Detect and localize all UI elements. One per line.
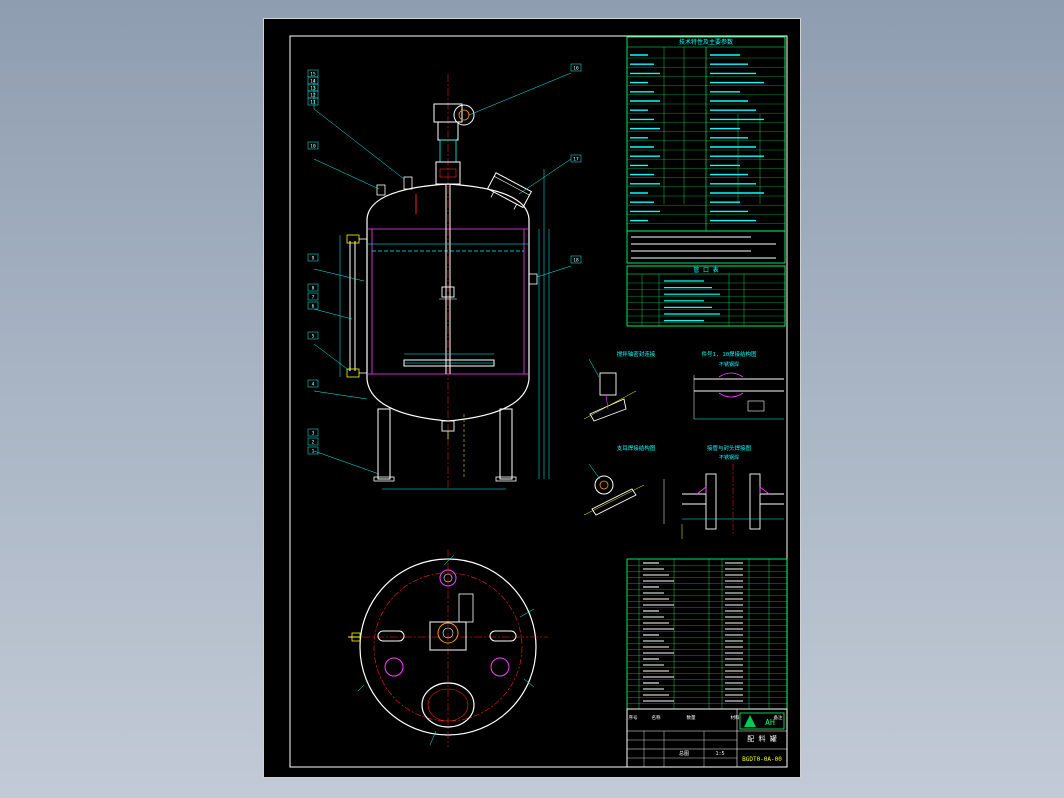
detail-title-lower-right: 接管与封头焊接图 [707,444,752,452]
part-number-box [307,379,319,388]
title-block-sheet-type: 总图 [679,750,689,757]
part-numbers-right: 16 17 18 [570,63,582,264]
part-number-label: 6 [312,304,315,310]
detail-subtitle-upper-right: 不锈钢焊 [719,361,739,368]
part-number-label: 17 [573,157,579,163]
tech-spec-title: 技术特性及主要参数 [679,38,733,46]
title-block [626,708,788,768]
part-number-box [570,63,582,72]
drawing-number: BGDT0-0A-00 [742,756,782,763]
detail-view-titles: 搅拌轴密封连接 件号1, 10焊接结构图 不锈钢焊 支耳焊接结构图 接管与封头焊… [617,350,757,461]
part-number-label: 5 [312,334,315,340]
detail-title-lower-left: 支耳焊接结构图 [617,444,656,452]
parts-header-cell: 序号 [629,714,638,721]
parts-header-cell: 材料 [731,714,740,721]
parts-list-rows [627,562,787,704]
detail-views [583,358,784,539]
part-number-box [307,331,319,340]
part-number-box [307,428,319,437]
inner-frame [289,35,788,768]
part-number-label: 9 [312,256,315,262]
nozzle-table [626,265,786,327]
parts-header-cell: 备注 [774,714,783,721]
detail-title-upper-left: 搅拌轴密封连接 [617,350,656,358]
part-number-box [307,301,319,310]
title-block-scale: 1:5 [715,751,724,757]
part-number-box [307,283,319,292]
part-number-box [570,255,582,264]
part-number-label: 13 [310,86,316,92]
detail-title-upper-right: 件号1, 10焊接结构图 [701,350,757,358]
detail-subtitle-lower-right: 不锈钢焊 [719,454,739,461]
part-number-box [307,437,319,446]
part-number-box [307,253,319,262]
parts-header-cell: 数量 [687,714,696,721]
vessel-elevation [313,72,572,490]
part-number-box [570,154,582,163]
nozzle-table-title: 管 口 表 [693,266,718,274]
svg-text:AH: AH [765,718,775,727]
part-number-box [307,141,319,150]
part-number-label: 16 [573,66,579,72]
part-number-label: 2 [312,440,315,446]
technical-notes [631,236,776,259]
vessel-plan-view [348,549,548,747]
parts-header-cell: 名称 [652,714,661,721]
company-logo-icon: AH [739,712,785,730]
part-number-box [307,446,319,455]
part-number-label: 10 [310,144,316,150]
part-number-label: 15 [310,72,316,78]
part-number-label: 7 [312,295,315,301]
part-number-label: 18 [573,258,579,264]
nozzle-rows [627,280,785,323]
part-number-box [307,292,319,301]
part-number-box [307,97,319,106]
technical-notes-block [626,230,786,264]
part-number-label: 1 [312,449,315,455]
part-number-label: 11 [310,100,316,106]
parts-list-header: 序号 名称 数量 材料 备注 [629,714,783,721]
tech-spec-rows [627,54,785,224]
title-block-product-name: 配 料 罐 [747,734,776,743]
part-number-label: 8 [312,286,315,292]
part-number-label: 4 [312,382,315,388]
part-number-label: 14 [310,79,316,85]
part-number-label: 3 [312,431,315,437]
part-number-label: 12 [310,93,316,99]
